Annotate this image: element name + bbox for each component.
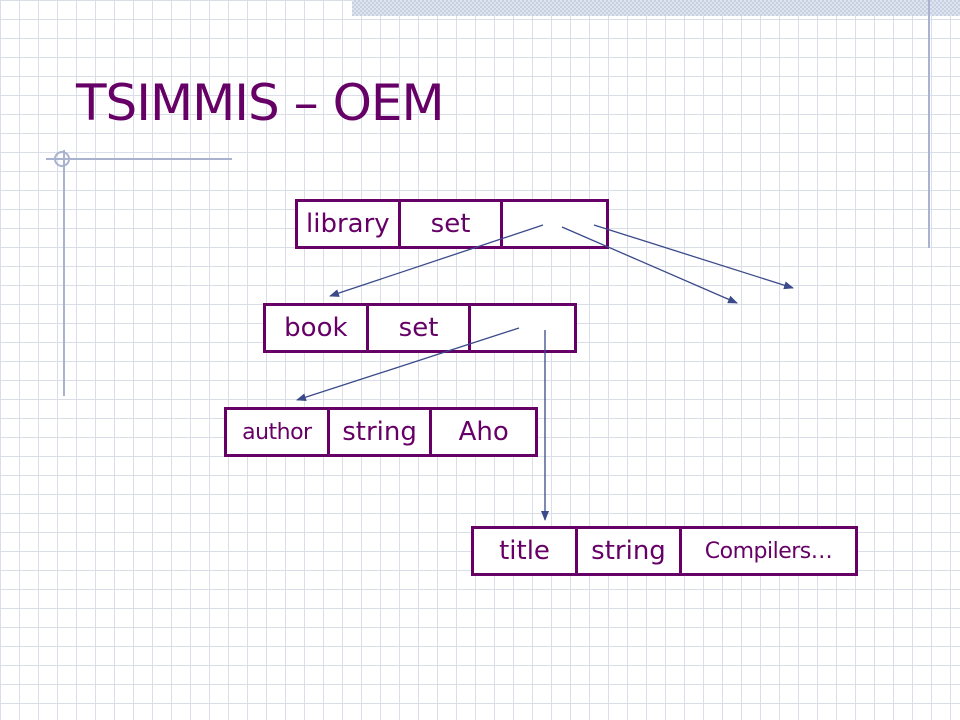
book-type-cell: set xyxy=(369,306,472,350)
library-to-third-child-arrow xyxy=(593,224,794,290)
slide-title: TSIMMIS – OEM xyxy=(76,74,445,132)
title-value-cell: Compilers… xyxy=(704,538,833,564)
book-value-cell xyxy=(471,306,574,350)
top-decorative-band xyxy=(352,0,960,16)
left-decorative-rule xyxy=(63,150,65,396)
book-label-cell: book xyxy=(266,306,369,350)
library-label-cell: library xyxy=(298,202,401,246)
author-label-cell: author xyxy=(227,410,330,454)
title-label-cell: title xyxy=(474,529,578,573)
library-object-node: library set xyxy=(295,199,609,249)
title-underline-rule xyxy=(46,158,232,160)
library-type-cell: set xyxy=(401,202,504,246)
author-value-cell: Aho xyxy=(458,417,509,447)
author-type-cell: string xyxy=(330,410,433,454)
title-type-cell: string xyxy=(578,529,682,573)
book-object-node: book set xyxy=(263,303,577,353)
author-object-node: author string Aho xyxy=(224,407,538,457)
library-value-cell xyxy=(503,202,606,246)
rule-ring-ornament xyxy=(54,151,70,167)
title-object-node: title string Compilers… xyxy=(471,526,858,576)
right-decorative-rule xyxy=(928,0,930,248)
